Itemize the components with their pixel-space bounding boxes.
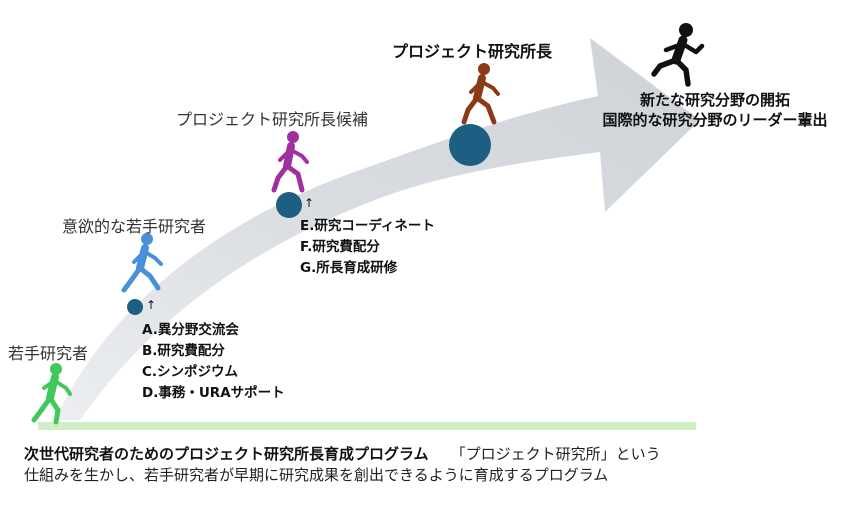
caption-line-1-rest: 「プロジェクト研究所」という bbox=[450, 445, 661, 463]
list-item: A.異分野交流会 bbox=[142, 322, 239, 338]
young-researcher-figure-icon bbox=[31, 363, 72, 425]
program-name: 次世代研究者のためのプロジェクト研究所長育成プログラム bbox=[24, 445, 429, 463]
up-arrow-later: ↑ bbox=[304, 196, 315, 210]
list-item: C.シンポジウム bbox=[142, 364, 239, 380]
stage-label-motivated: 意欲的な若手研究者 bbox=[62, 217, 207, 236]
support-list-early: A.異分野交流会 B.研究費配分 C.シンポジウム D.事務・URAサポート bbox=[142, 320, 285, 404]
stage-label-candidate: プロジェクト研究所長候補 bbox=[176, 110, 369, 129]
list-item: G.所長育成研修 bbox=[300, 260, 398, 276]
goal-text: 新たな研究分野の開拓 国際的な研究分野のリーダー輩出 bbox=[590, 90, 840, 130]
ball-director bbox=[449, 124, 491, 166]
goal-line-2: 国際的な研究分野のリーダー輩出 bbox=[602, 111, 828, 129]
goal-line-1: 新たな研究分野の開拓 bbox=[639, 91, 790, 109]
ball-motivated bbox=[127, 299, 143, 315]
support-list-later: E.研究コーディネート F.研究費配分 G.所長育成研修 bbox=[300, 216, 435, 279]
program-caption: 次世代研究者のためのプロジェクト研究所長育成プログラム 「プロジェクト研究所」とい… bbox=[24, 444, 661, 486]
list-item: E.研究コーディネート bbox=[300, 218, 435, 234]
list-item: F.研究費配分 bbox=[300, 239, 380, 255]
motivated-researcher-figure-icon bbox=[121, 233, 163, 293]
stage-label-director: プロジェクト研究所長 bbox=[392, 42, 553, 61]
goal-runner-figure-icon bbox=[651, 23, 705, 87]
ground-line bbox=[38, 422, 696, 430]
growth-arrow bbox=[55, 38, 700, 420]
list-item: B.研究費配分 bbox=[142, 343, 225, 359]
stage-label-young: 若手研究者 bbox=[8, 344, 89, 363]
director-figure-icon bbox=[461, 63, 500, 125]
ball-candidate bbox=[276, 192, 302, 218]
up-arrow-early: ↑ bbox=[146, 298, 157, 312]
candidate-figure-icon bbox=[271, 131, 309, 193]
list-item: D.事務・URAサポート bbox=[142, 385, 285, 401]
caption-line-2: 仕組みを生かし、若手研究者が早期に研究成果を創出できるように育成するプログラム bbox=[24, 466, 609, 484]
caption-line-1: 次世代研究者のためのプロジェクト研究所長育成プログラム 「プロジェクト研究所」とい… bbox=[24, 444, 661, 465]
